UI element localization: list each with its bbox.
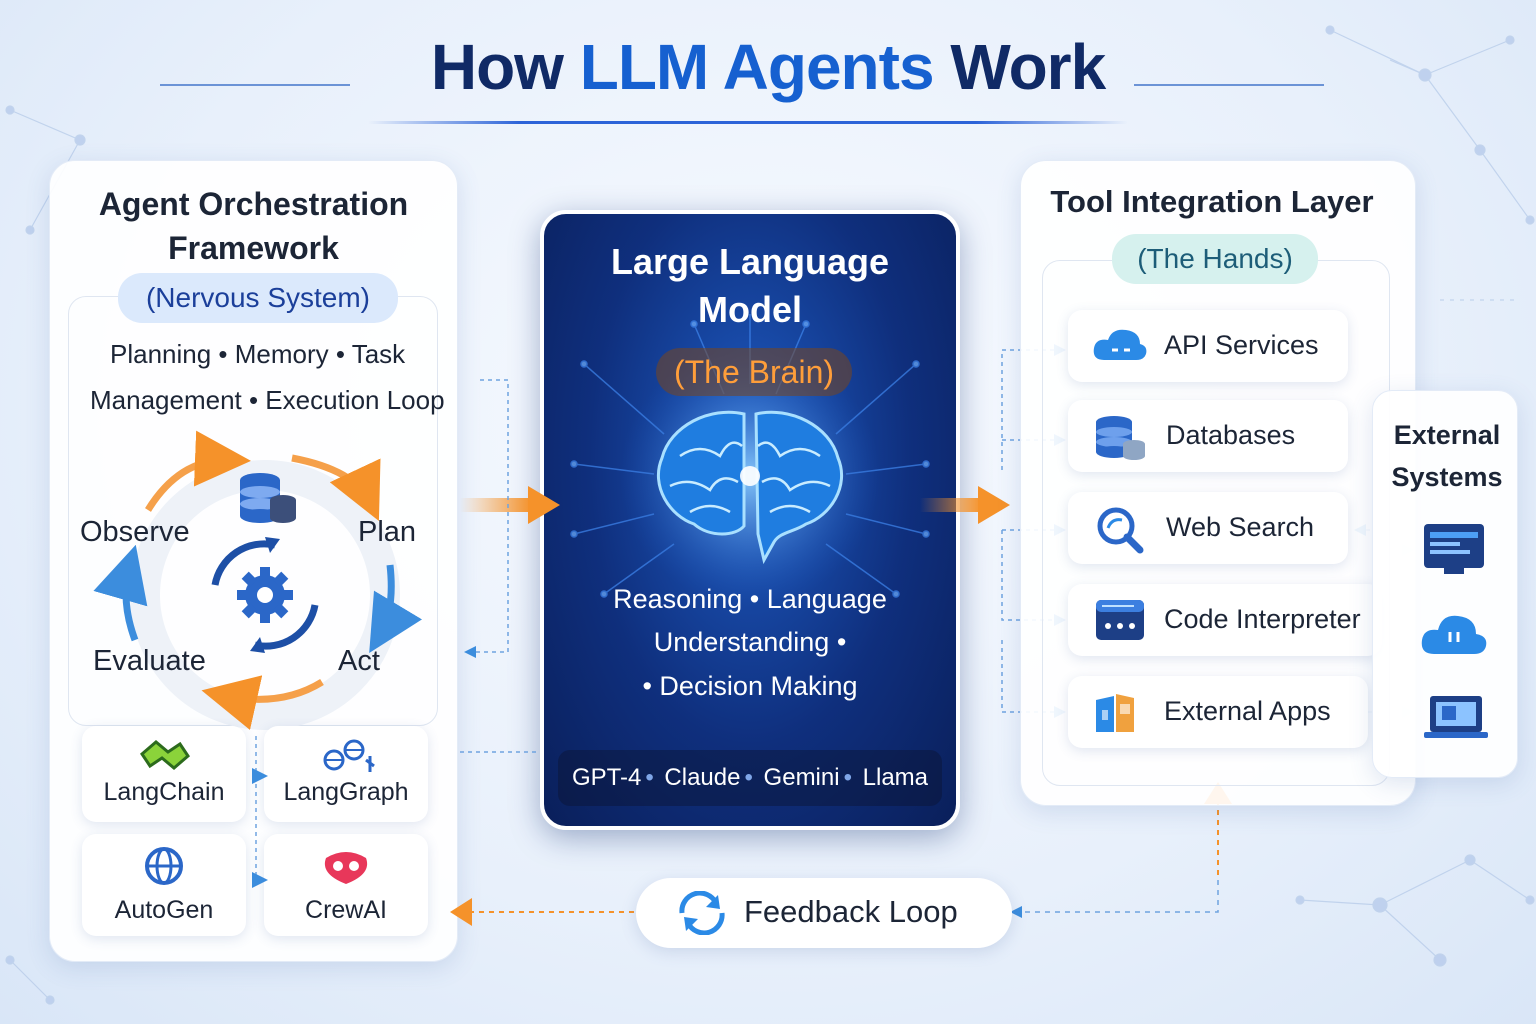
langgraph-icon xyxy=(323,739,375,772)
page-title: How LLM Agents Work xyxy=(430,31,1106,103)
dashboard-icon[interactable] xyxy=(1420,520,1490,580)
gear-icon xyxy=(211,537,319,653)
framework-card-langchain[interactable]: LangChain xyxy=(82,726,246,822)
title-rule-right xyxy=(1134,84,1324,86)
tool-label: Code Interpreter xyxy=(1164,604,1361,634)
llm-capabilities-line1: Reasoning • Language xyxy=(613,584,887,614)
feedback-loop-pill: Feedback Loop xyxy=(636,878,1012,948)
framework-name: LangChain xyxy=(103,778,225,806)
cloud-icon xyxy=(1093,329,1147,360)
cycle-observe: Observe xyxy=(80,516,190,548)
search-icon xyxy=(1097,507,1144,554)
llm-capabilities-line2: Understanding • xyxy=(653,627,847,657)
orchestration-heading: Agent Orchestration Framework xyxy=(98,186,409,266)
tool-external-apps[interactable]: External Apps xyxy=(1068,676,1368,748)
tool-web-search[interactable]: Web Search xyxy=(1068,492,1348,564)
database-icon xyxy=(1096,416,1145,460)
tool-label: Databases xyxy=(1166,420,1296,450)
llm-models-bar: GPT-4• Claude• Gemini• Llama xyxy=(558,750,942,806)
framework-card-langgraph[interactable]: LangGraph xyxy=(264,726,428,822)
framework-name: AutoGen xyxy=(114,896,214,924)
database-icon xyxy=(240,473,296,523)
globe-icon xyxy=(145,847,183,885)
brain-icon xyxy=(656,410,844,565)
nervous-system-pill: (Nervous System) xyxy=(118,273,398,323)
model-claude: Claude xyxy=(664,764,741,791)
framework-card-autogen[interactable]: AutoGen xyxy=(82,834,246,936)
llm-capabilities-line3: • Decision Making xyxy=(642,671,858,701)
title-underline xyxy=(368,121,1128,124)
laptop-icon[interactable] xyxy=(1422,692,1492,748)
framework-card-crewai[interactable]: CrewAI xyxy=(264,834,428,936)
agent-cycle-diagram xyxy=(93,430,423,730)
orchestration-features-line1: Planning • Memory • Task xyxy=(110,339,406,369)
external-systems-heading: External Systems xyxy=(1391,420,1503,492)
hands-pill: (The Hands) xyxy=(1112,234,1318,284)
feedback-loop-label: Feedback Loop xyxy=(744,894,958,929)
tool-api-services[interactable]: API Services xyxy=(1068,310,1348,382)
model-gpt4: GPT-4 xyxy=(571,764,642,791)
cloud-icon[interactable] xyxy=(1418,604,1494,660)
cycle-evaluate: Evaluate xyxy=(93,645,206,677)
crewai-icon xyxy=(324,852,368,884)
terminal-icon xyxy=(1096,600,1144,640)
tool-label: Web Search xyxy=(1166,512,1315,542)
framework-name: CrewAI xyxy=(305,896,387,924)
cycle-act: Act xyxy=(338,645,380,677)
model-gemini: Gemini xyxy=(763,764,840,791)
brain-pill: (The Brain) xyxy=(656,348,852,396)
orchestration-features-line2: Management • Execution Loop xyxy=(90,385,445,415)
tool-label: External Apps xyxy=(1164,696,1331,726)
tool-integration-heading: Tool Integration Layer xyxy=(1050,184,1374,219)
apps-icon xyxy=(1096,694,1134,732)
tool-databases[interactable]: Databases xyxy=(1068,400,1348,472)
title-rule-left xyxy=(160,84,350,86)
tool-code-interpreter[interactable]: Code Interpreter xyxy=(1068,584,1382,656)
model-llama: Llama xyxy=(862,764,929,791)
refresh-icon xyxy=(679,891,725,935)
circuit-decoration xyxy=(570,314,930,606)
cycle-plan: Plan xyxy=(358,516,417,548)
llm-card: Large Language Model (The Brain) Reasoni… xyxy=(540,210,960,830)
framework-name: LangGraph xyxy=(283,778,409,806)
tool-label: API Services xyxy=(1164,330,1319,360)
langchain-icon xyxy=(140,740,190,770)
llm-title: Large Language Model xyxy=(610,241,890,330)
